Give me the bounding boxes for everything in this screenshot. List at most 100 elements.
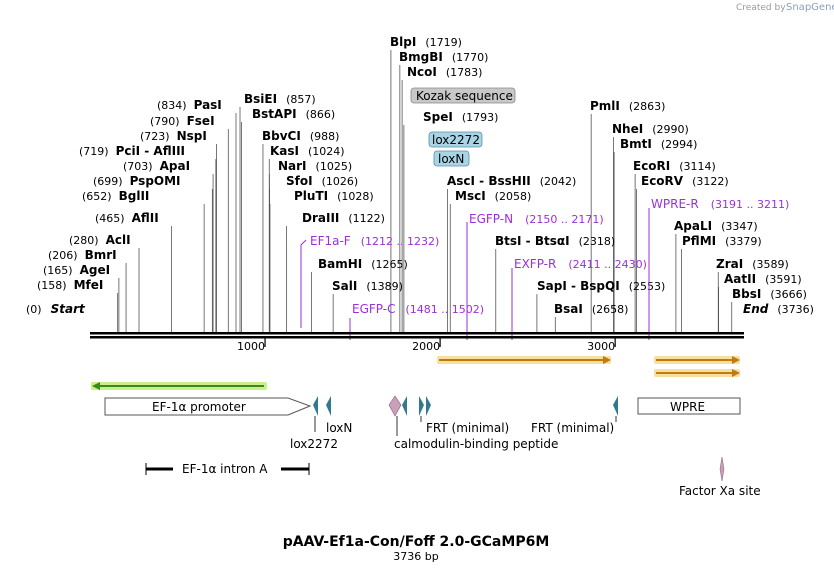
enzyme-label[interactable]: BsaI(2658) bbox=[554, 302, 628, 316]
enzyme-leader-lines bbox=[117, 50, 733, 332]
enzyme-label[interactable]: KasI(1024) bbox=[270, 144, 345, 158]
enzyme-label[interactable]: ApaLI(3347) bbox=[674, 219, 758, 233]
backbone-strand-top bbox=[90, 332, 744, 335]
enzyme-label[interactable]: PflMI(3379) bbox=[682, 234, 762, 248]
sequence-backbone bbox=[90, 332, 744, 339]
orf-arrowhead bbox=[732, 356, 740, 364]
feature-label-frt-2: FRT (minimal) bbox=[531, 421, 614, 435]
enzyme-label[interactable]: NcoI(1783) bbox=[407, 65, 482, 79]
feature-label-cbp: calmodulin-binding peptide bbox=[394, 437, 558, 451]
enzyme-label[interactable]: BbvCI(988) bbox=[262, 129, 339, 143]
tag-lox2272[interactable]: lox2272 bbox=[432, 133, 480, 147]
enzyme-label[interactable]: MscI(2058) bbox=[455, 189, 531, 203]
enzyme-label[interactable]: (158)MfeI bbox=[37, 278, 103, 292]
tag-kozak[interactable]: Kozak sequence bbox=[416, 89, 513, 103]
feature-wpre[interactable]: WPRE bbox=[637, 397, 741, 415]
cbp-feature-icon[interactable] bbox=[388, 395, 402, 417]
backbone-strand-bottom bbox=[90, 336, 744, 339]
lox-site-icon[interactable] bbox=[426, 396, 431, 416]
feature-tags: Kozak sequence lox2272 loxN bbox=[410, 87, 516, 167]
lox-site-icon[interactable] bbox=[402, 396, 407, 416]
enzyme-label[interactable]: (652)BglII bbox=[82, 189, 149, 203]
ruler: 1000 2000 3000 bbox=[237, 338, 616, 353]
orf-forward-1[interactable] bbox=[437, 356, 611, 364]
enzyme-label[interactable]: SapI - BspQI(2553) bbox=[537, 279, 665, 293]
primer-label: EF1a-F(1212 .. 1232) bbox=[310, 234, 439, 248]
enzyme-label[interactable]: ZraI(3589) bbox=[716, 257, 789, 271]
enzyme-label[interactable]: NarI(1025) bbox=[278, 159, 352, 173]
enzyme-label[interactable]: End(3736) bbox=[743, 302, 814, 316]
enzyme-label[interactable]: BsiEI(857) bbox=[244, 92, 316, 106]
feature-ef1a-intron[interactable]: EF-1α intron A bbox=[145, 462, 310, 476]
enzyme-label[interactable]: EcoRV(3122) bbox=[641, 174, 729, 188]
feature-factor-xa[interactable]: Factor Xa site bbox=[679, 456, 761, 498]
enzyme-label[interactable]: DraIII(1122) bbox=[302, 211, 385, 225]
feature-label: EF-1α promoter bbox=[152, 400, 246, 414]
enzyme-label[interactable]: (703)ApaI bbox=[123, 159, 190, 173]
enzyme-label[interactable]: (465)AflII bbox=[95, 211, 159, 225]
primer-bracket bbox=[300, 239, 307, 328]
ruler-tick-label: 1000 bbox=[237, 340, 265, 353]
primer-egfp-n[interactable]: EGFP-N(2150 .. 2171) bbox=[466, 212, 604, 340]
enzyme-label[interactable]: (280)AclI bbox=[69, 233, 131, 247]
enzyme-label[interactable]: SfoI(1026) bbox=[286, 174, 358, 188]
ruler-tick-label: 2000 bbox=[412, 340, 440, 353]
enzyme-label[interactable]: BtsI - BtsαI(2318) bbox=[495, 234, 615, 248]
enzyme-label[interactable]: BamHI(1265) bbox=[318, 257, 408, 271]
credit-prefix: Created by bbox=[736, 3, 786, 13]
primer-label: EXFP-R(2411 .. 2430) bbox=[514, 257, 647, 271]
orf-forward-2[interactable] bbox=[654, 356, 740, 364]
primer-label: EGFP-N(2150 .. 2171) bbox=[469, 212, 604, 226]
enzyme-label[interactable]: (206)BmrI bbox=[48, 248, 117, 262]
feature-label: Factor Xa site bbox=[679, 484, 761, 498]
primer-ef1a-f[interactable]: EF1a-F(1212 .. 1232) bbox=[300, 234, 439, 328]
enzyme-label[interactable]: (723)NspI bbox=[140, 129, 207, 143]
lox2272-site-icon[interactable] bbox=[313, 396, 318, 416]
enzyme-label[interactable]: (834)PasI bbox=[157, 98, 222, 112]
primer-wpre-r[interactable]: WPRE-R(3191 .. 3211) bbox=[648, 197, 789, 340]
enzyme-label[interactable]: AscI - BssHII(2042) bbox=[447, 174, 576, 188]
enzyme-label[interactable]: SpeI(1793) bbox=[423, 110, 498, 124]
enzyme-label[interactable]: BstAPI(866) bbox=[252, 107, 335, 121]
frt-site-icon[interactable] bbox=[613, 396, 618, 416]
orfs bbox=[91, 356, 740, 390]
enzyme-label[interactable]: (165)AgeI bbox=[43, 263, 110, 277]
feature-label: EF-1α intron A bbox=[182, 462, 268, 476]
enzyme-label[interactable]: PmlI(2863) bbox=[590, 99, 665, 113]
wpre-box bbox=[637, 397, 741, 415]
feature-ef1a-promoter[interactable]: EF-1α promoter bbox=[104, 397, 312, 416]
feature-label-loxn: loxN bbox=[326, 421, 352, 435]
orf-arrowhead bbox=[603, 356, 611, 364]
enzyme-label[interactable]: NheI(2990) bbox=[612, 122, 689, 136]
enzyme-label[interactable]: BmgBI(1770) bbox=[399, 50, 488, 64]
enzyme-labels: (0)Start (158)MfeI (165)AgeI (206)BmrI (… bbox=[26, 35, 814, 316]
enzyme-label[interactable]: (699)PspOMI bbox=[93, 174, 181, 188]
ruler-tick-label: 3000 bbox=[587, 340, 615, 353]
orf-forward-3[interactable] bbox=[654, 369, 740, 377]
enzyme-label[interactable]: BbsI(3666) bbox=[732, 287, 807, 301]
enzyme-label[interactable]: EcoRI(3114) bbox=[633, 159, 716, 173]
orf-arrowhead bbox=[92, 382, 100, 390]
lox-site-icon[interactable] bbox=[419, 396, 424, 416]
enzyme-label[interactable]: SalI(1389) bbox=[332, 279, 403, 293]
primer-egfp-c[interactable]: EGFP-C(1481 .. 1502) bbox=[349, 302, 484, 340]
enzyme-label[interactable]: (719)PciI - AflIII bbox=[79, 144, 185, 158]
tag-box bbox=[428, 131, 483, 148]
tag-loxn[interactable]: loxN bbox=[438, 152, 464, 166]
enzyme-label[interactable]: (0)Start bbox=[26, 302, 86, 316]
enzyme-label[interactable]: (790)FseI bbox=[150, 114, 215, 128]
enzyme-label[interactable]: AatII(3591) bbox=[724, 272, 802, 286]
plasmid-title: pAAV-Ef1a-Con/Foff 2.0-GCaMP6M bbox=[283, 534, 550, 550]
plasmid-length: 3736 bp bbox=[393, 550, 438, 563]
features: EF-1α promoter lox2272 loxN calmodulin-b… bbox=[104, 395, 761, 498]
tag-box bbox=[433, 150, 470, 167]
enzyme-label[interactable]: BlpI(1719) bbox=[390, 35, 462, 49]
credit-brand: SnapGene bbox=[786, 2, 834, 13]
orf-reverse[interactable] bbox=[91, 382, 267, 390]
enzyme-label[interactable]: PluTI(1028) bbox=[294, 189, 374, 203]
loxn-site-icon[interactable] bbox=[326, 396, 331, 416]
primer-exfp-r[interactable]: EXFP-R(2411 .. 2430) bbox=[511, 257, 647, 340]
enzyme-label[interactable]: BmtI(2994) bbox=[620, 137, 697, 151]
feature-label-lox2272: lox2272 bbox=[290, 437, 338, 451]
